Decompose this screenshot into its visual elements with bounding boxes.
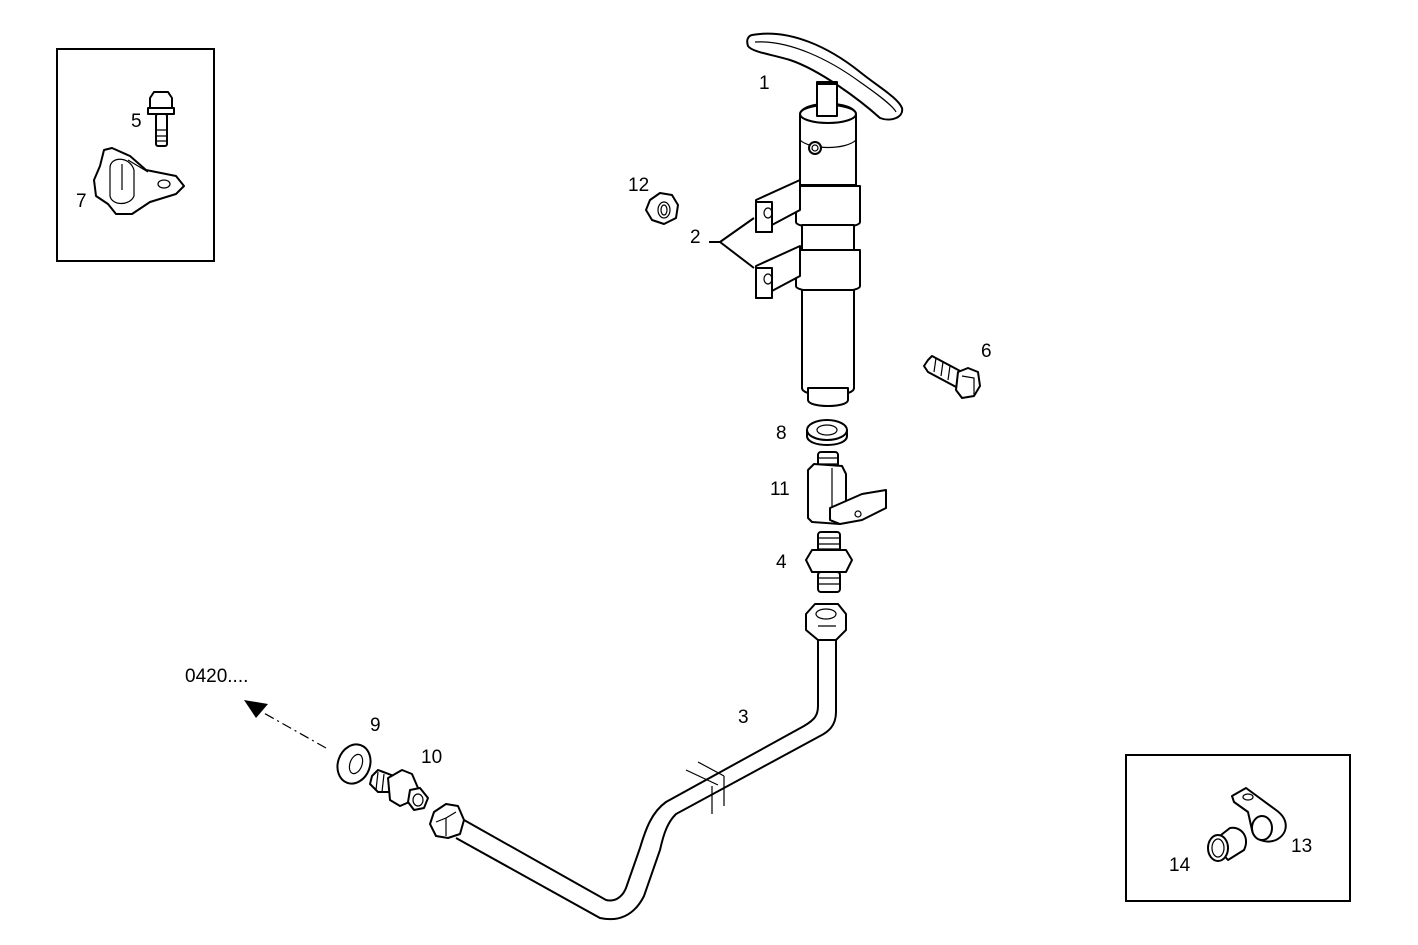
callout-12: 12 xyxy=(628,175,650,196)
p-clip-icon xyxy=(1231,787,1287,843)
callout-7: 7 xyxy=(76,191,87,212)
callout-8: 8 xyxy=(776,423,787,444)
callout-5: 5 xyxy=(131,111,142,132)
callout-3: 3 xyxy=(738,707,749,728)
callout-14: 14 xyxy=(1169,855,1191,876)
flange-bolt-icon xyxy=(147,91,175,147)
callout-10: 10 xyxy=(421,747,443,768)
inset-bottom-right xyxy=(1125,754,1351,902)
callout-1: 1 xyxy=(759,73,770,94)
double-ended-union-icon xyxy=(805,531,853,593)
drain-valve-icon xyxy=(807,451,887,525)
reference-label: 0420.... xyxy=(185,666,249,687)
leader-2 xyxy=(709,217,755,269)
callout-13: 13 xyxy=(1291,836,1313,857)
hand-pump-icon xyxy=(746,32,904,407)
callout-2: 2 xyxy=(690,227,701,248)
pipe-clamp-icon xyxy=(93,147,185,215)
reference-arrow-icon xyxy=(244,700,327,749)
hex-bolt-icon xyxy=(923,355,981,399)
union-fitting-icon xyxy=(369,769,429,811)
sealing-washer-icon-2 xyxy=(336,743,372,785)
inset-top-left xyxy=(56,48,215,262)
callout-9: 9 xyxy=(370,715,381,736)
callout-11: 11 xyxy=(770,479,790,500)
callout-4: 4 xyxy=(776,552,787,573)
nut-icon xyxy=(645,192,679,225)
fuel-pipe-icon xyxy=(429,603,847,921)
rubber-sleeve-icon xyxy=(1207,826,1248,862)
sealing-washer-icon xyxy=(806,419,848,446)
callout-6: 6 xyxy=(981,341,992,362)
